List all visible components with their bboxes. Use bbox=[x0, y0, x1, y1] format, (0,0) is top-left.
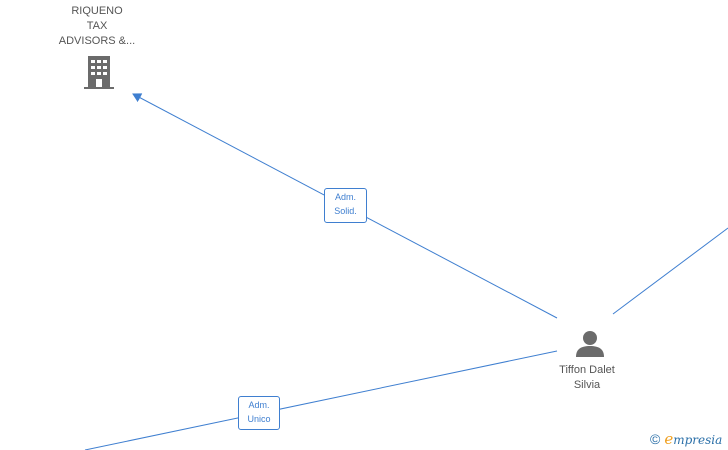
brand-logo: empresia bbox=[664, 430, 722, 448]
edge-adm-unico bbox=[84, 350, 558, 450]
brand-initial: e bbox=[664, 430, 674, 448]
edge-offscreen-right bbox=[612, 227, 728, 315]
building-icon[interactable] bbox=[82, 54, 116, 90]
person-icon[interactable] bbox=[575, 330, 605, 358]
company-label-line-3: ADVISORS &... bbox=[58, 35, 136, 47]
person-label-line-1: Tiffon Dalet bbox=[559, 364, 615, 376]
copyright-brand[interactable]: © empresia bbox=[650, 430, 722, 448]
edge-label-adm-unico[interactable]: Adm. Unico bbox=[238, 396, 280, 430]
company-node-label[interactable]: RIQUENO TAX ADVISORS &... bbox=[47, 4, 147, 49]
company-label-line-2: TAX bbox=[86, 20, 108, 32]
edge-label-adm-solid[interactable]: Adm. Solid. bbox=[324, 188, 367, 223]
person-node-label[interactable]: Tiffon Dalet Silvia bbox=[537, 363, 637, 393]
brand-name: mpresia bbox=[673, 433, 723, 447]
company-label-line-1: RIQUENO bbox=[71, 5, 123, 17]
edge-label-adm-solid-line-1: Adm. bbox=[334, 192, 356, 202]
edge-label-adm-unico-line-1: Adm. bbox=[248, 400, 270, 410]
edge-label-adm-unico-line-2: Unico bbox=[247, 414, 271, 424]
copyright-icon: © bbox=[650, 431, 661, 447]
person-label-line-2: Silvia bbox=[573, 379, 601, 391]
edge-label-adm-solid-line-2: Solid. bbox=[334, 206, 357, 216]
